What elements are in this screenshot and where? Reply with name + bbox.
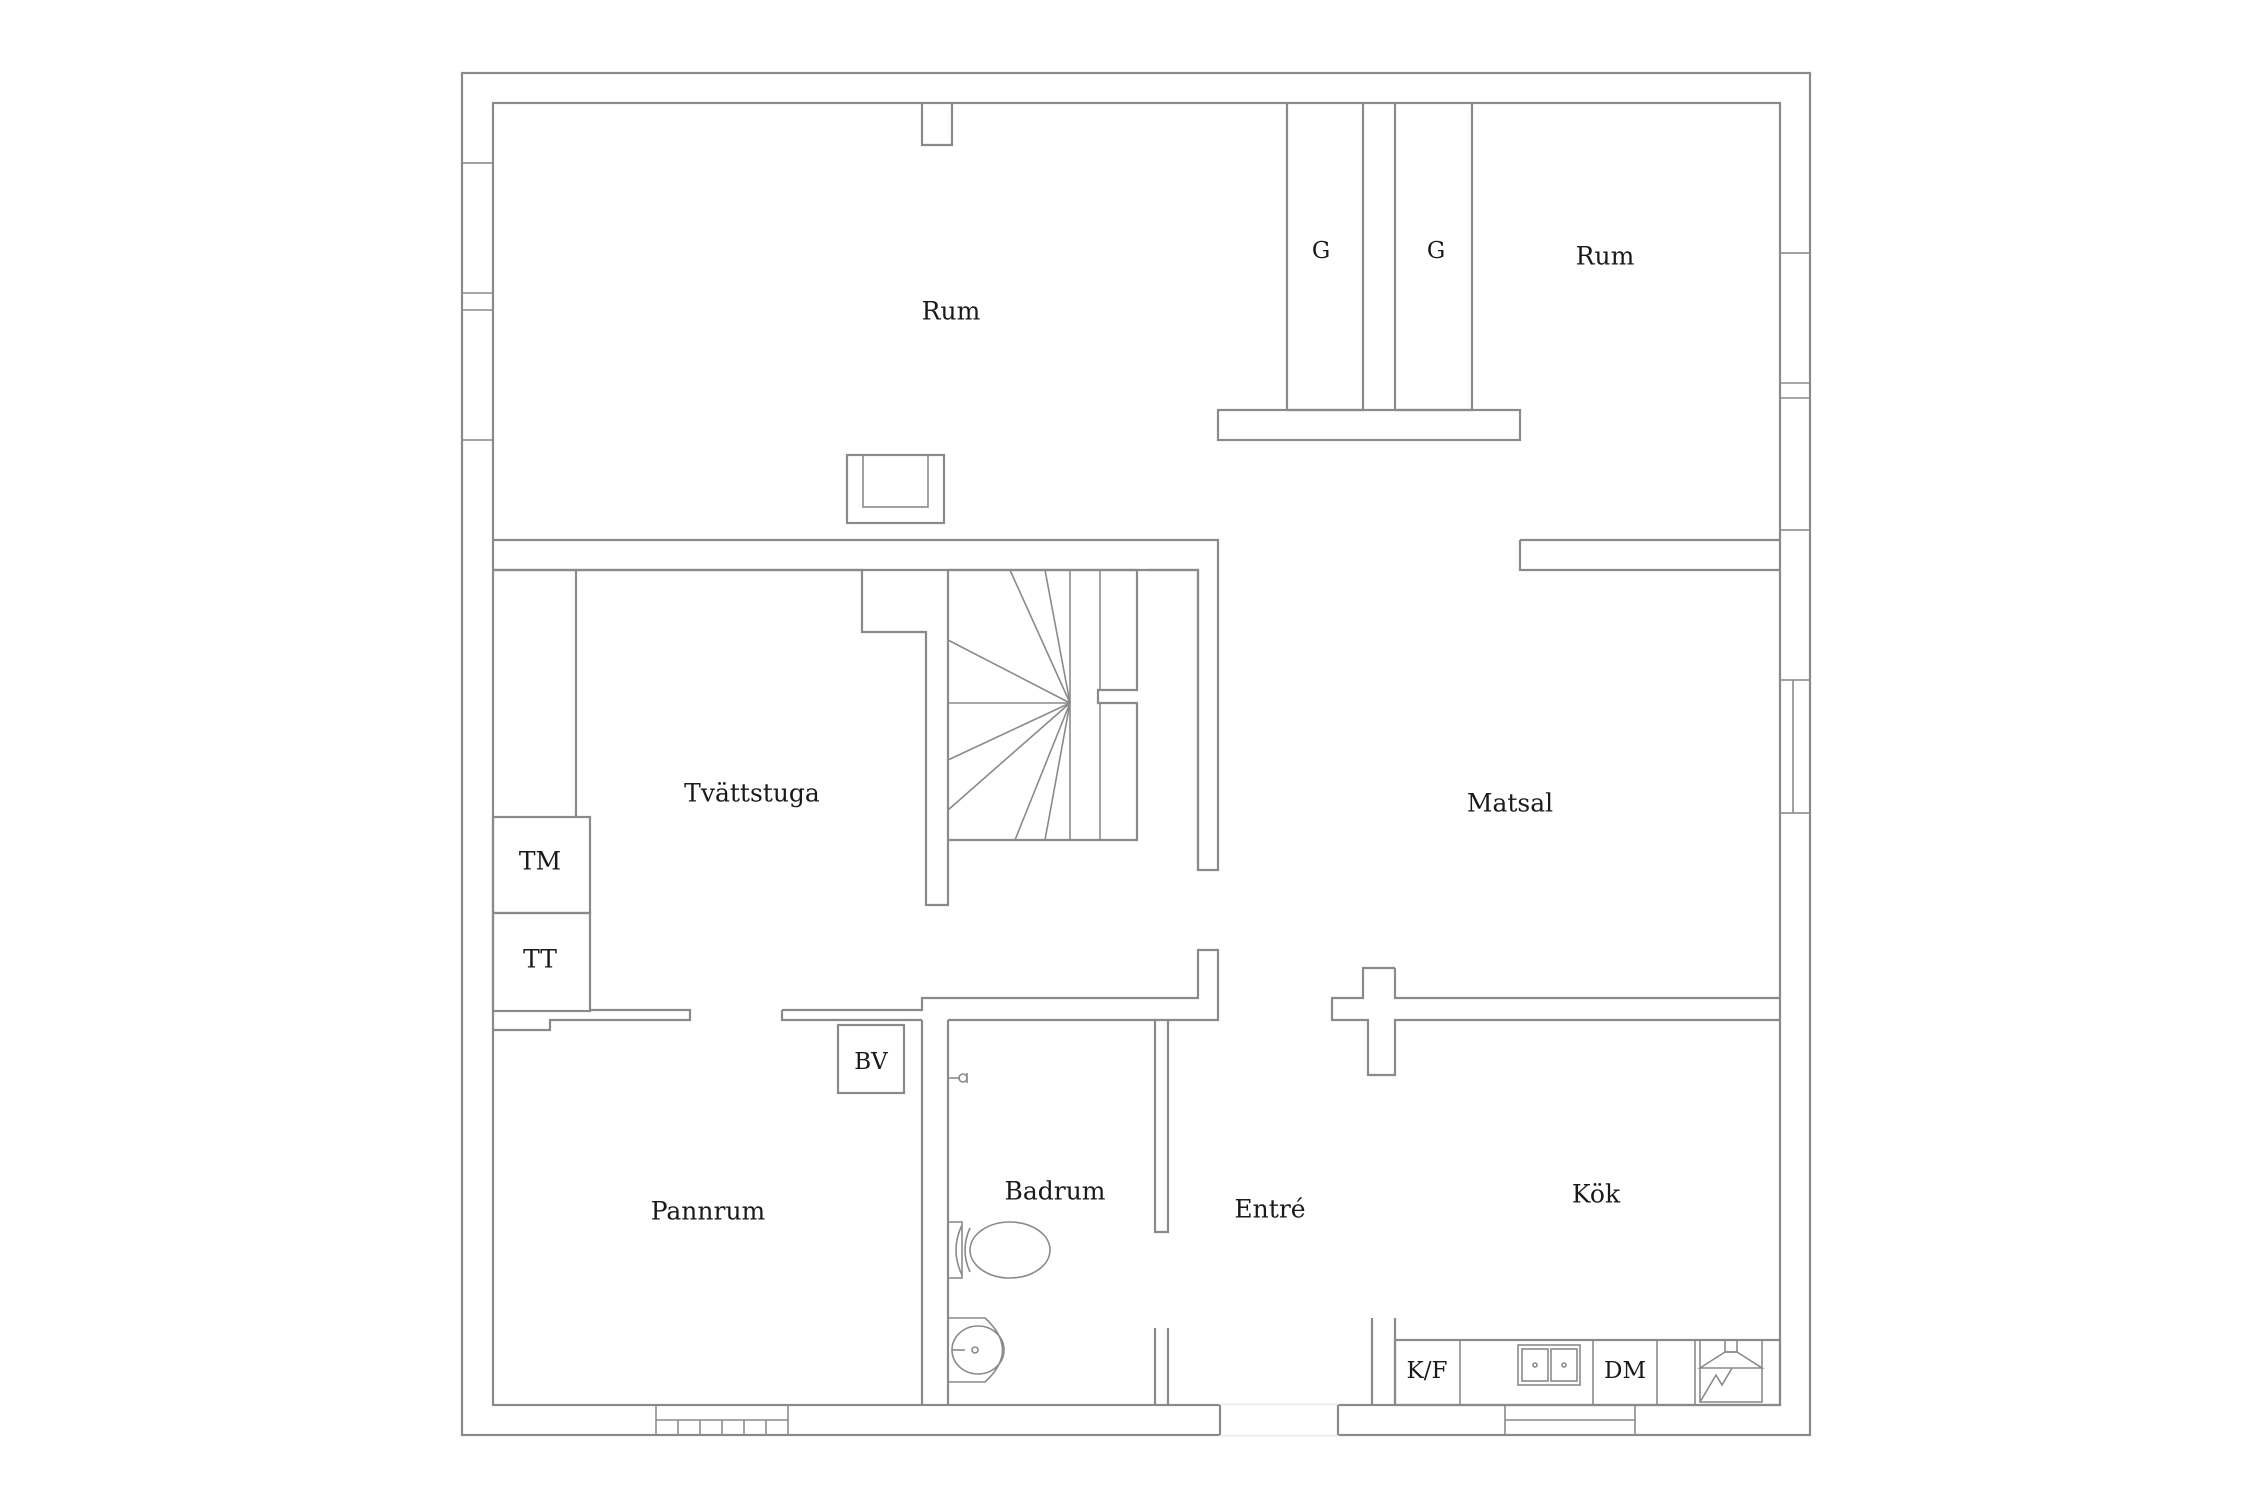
room-label-tvattstuga: Tvättstuga — [684, 779, 820, 808]
room-label-matsal: Matsal — [1467, 789, 1553, 818]
window-east-matsal — [1779, 679, 1811, 814]
wall-badrum-door — [1153, 1328, 1170, 1405]
wall-rum1-bottom — [493, 538, 1220, 872]
wall-rum2-bottom — [1518, 538, 1780, 572]
front-door-opening — [1218, 1404, 1340, 1436]
window-east-upper — [1779, 252, 1811, 531]
kitchen-sink-icon — [1517, 1344, 1581, 1386]
room-label-badrum: Badrum — [1004, 1177, 1105, 1206]
label-varmvatten: BV — [854, 1049, 888, 1075]
stove-hood-icon — [1697, 1339, 1765, 1403]
sink-icon — [947, 1317, 1005, 1383]
window-south-pannrum — [655, 1404, 789, 1436]
label-kyl-frys: K/F — [1407, 1358, 1448, 1384]
label-tvattmaskin: TM — [519, 847, 561, 876]
wall-middle-west — [493, 1008, 692, 1032]
toilet-icon — [947, 1221, 1051, 1279]
label-garderob-1: G — [1312, 238, 1330, 264]
kitchen-counter — [1393, 1338, 1782, 1407]
wall-middle-center — [780, 948, 1220, 1234]
room-label-pannrum: Pannrum — [651, 1197, 766, 1226]
room-label-rum-2: Rum — [1576, 242, 1635, 271]
room-label-rum-1: Rum — [922, 297, 981, 326]
label-torktumlare: TT — [523, 945, 557, 974]
wardrobe-ledge — [1216, 408, 1522, 442]
window-south-kok — [1504, 1404, 1636, 1436]
wall-middle-east — [1330, 966, 1780, 1077]
label-diskmaskin: DM — [1604, 1358, 1646, 1384]
chimney — [845, 453, 946, 525]
wall-tvattstuga — [493, 568, 950, 907]
label-garderob-2: G — [1427, 238, 1445, 264]
torktumlare-box — [491, 911, 592, 1013]
varmvatten-box — [836, 1023, 906, 1095]
room-label-kok: Kök — [1572, 1180, 1621, 1209]
staircase — [947, 568, 1200, 870]
window-west — [461, 162, 494, 441]
wall-kok-entre — [1370, 1318, 1397, 1405]
room-label-entre: Entré — [1234, 1195, 1305, 1224]
shower-valve-icon — [948, 1073, 968, 1083]
wall-rum1-top-notch — [920, 103, 954, 147]
